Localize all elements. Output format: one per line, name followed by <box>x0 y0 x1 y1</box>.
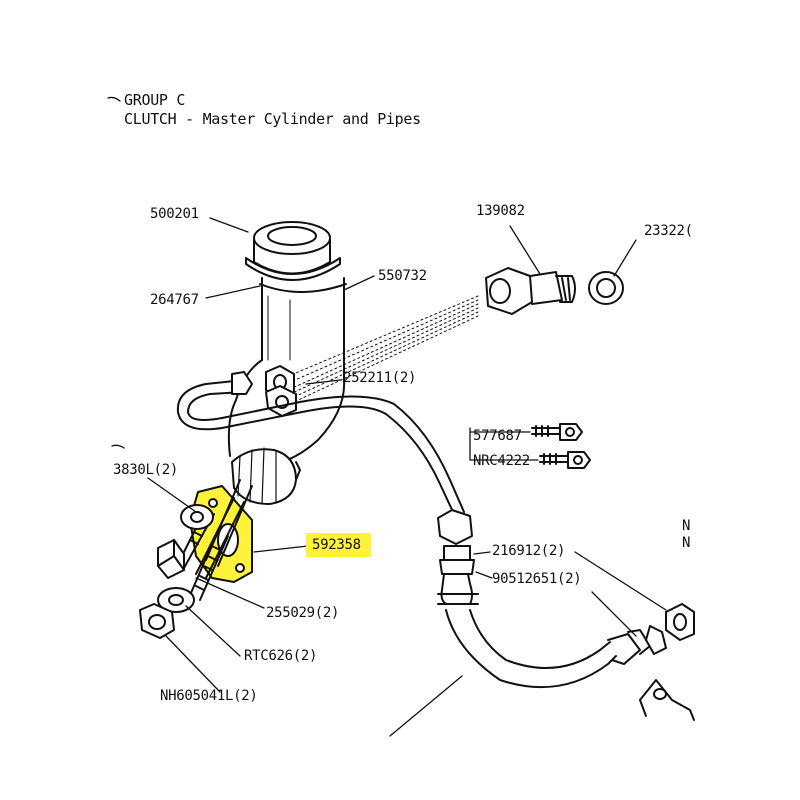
label-edge-n2: N <box>682 535 691 551</box>
group-label: GROUP C <box>124 91 186 109</box>
fitting-139082 <box>485 267 576 315</box>
label-nh605041l: NH605041L(2) <box>160 688 258 704</box>
gasket-hole-bottom <box>235 563 245 573</box>
label-252211: 252211(2) <box>343 370 417 386</box>
label-255029: 255029(2) <box>266 605 340 621</box>
label-592358: 592358 <box>306 533 371 557</box>
label-577687: 577687 <box>473 428 522 444</box>
flexible-hose <box>437 573 667 689</box>
washer-rtc626 <box>157 587 195 613</box>
label-500201: 500201 <box>150 206 199 222</box>
label-550732: 550732 <box>378 268 427 284</box>
label-90512651: 90512651(2) <box>492 571 582 587</box>
washer-3830l <box>180 504 214 530</box>
reservoir-cap <box>245 221 341 281</box>
label-rtc626: RTC626(2) <box>244 648 318 664</box>
label-216912: 216912(2) <box>492 543 566 559</box>
bleed-bolt-577687 <box>531 423 583 441</box>
bleed-bolt-nrc4222 <box>539 451 591 469</box>
clutch-pipe <box>176 371 465 515</box>
bracket-right-edge <box>639 679 695 721</box>
seal-233220 <box>588 271 624 305</box>
nut-nh605041l <box>139 603 175 639</box>
nut-right-edge <box>665 603 695 641</box>
label-233220: 23322( <box>644 223 692 239</box>
assembly-dotted-lines <box>283 295 479 403</box>
label-edge-n1: N <box>682 518 691 534</box>
leader-lines <box>107 96 667 737</box>
pushrod-boot <box>205 447 301 567</box>
label-nrc4222: NRC4222 <box>473 453 530 469</box>
gasket-hole-top <box>208 498 218 508</box>
stud <box>187 529 229 601</box>
label-3830l: 3830L(2) <box>113 462 179 478</box>
diagram-subtitle: CLUTCH - Master Cylinder and Pipes <box>124 110 421 128</box>
label-139082: 139082 <box>476 203 525 219</box>
label-264767: 264767 <box>150 292 199 308</box>
hose-union-216912 <box>437 509 475 575</box>
